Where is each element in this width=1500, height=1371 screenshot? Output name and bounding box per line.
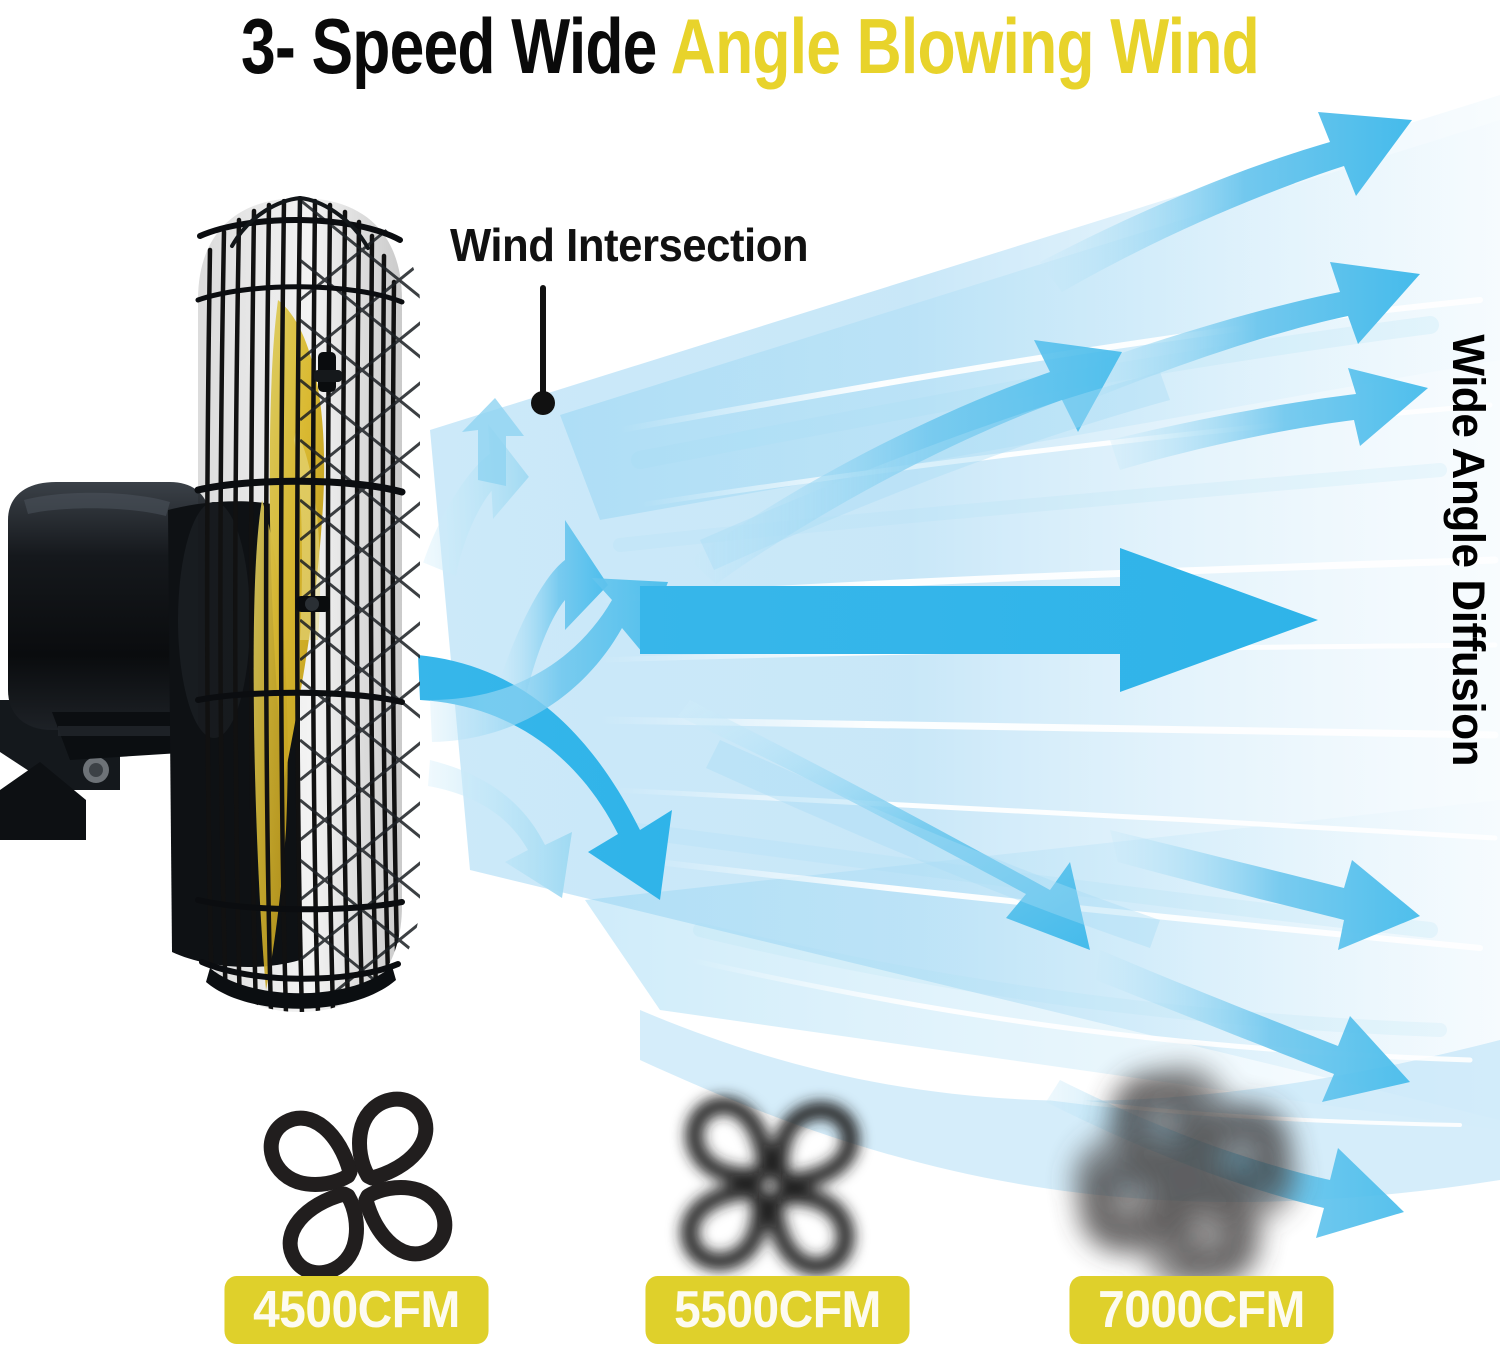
diffusion-arrows [640, 112, 1428, 1238]
fan-motor-housing [8, 482, 210, 760]
title-part-black: 3- Speed Wide [241, 2, 671, 90]
fan-cage [194, 196, 420, 1012]
speed-icon-medium [680, 1096, 860, 1276]
speed-icon-low [263, 1091, 453, 1281]
cfm-badge-high: 7000CFM [1069, 1276, 1334, 1344]
wind-intersection-label: Wind Intersection [450, 219, 809, 271]
cfm-badge-medium: 5500CFM [645, 1276, 910, 1344]
speed-icon-high [1074, 1067, 1296, 1289]
cfm-badge-low: 4500CFM [224, 1276, 489, 1344]
fan-cage-clasp [296, 352, 342, 612]
page-title: 3- Speed Wide Angle Blowing Wind [150, 2, 1350, 92]
title-part-yellow: Angle Blowing Wind [670, 2, 1260, 90]
wind-intersection-arrows [418, 398, 672, 900]
wide-angle-diffusion-label: Wide Angle Diffusion [1443, 334, 1494, 767]
pointer-dot [531, 391, 555, 415]
